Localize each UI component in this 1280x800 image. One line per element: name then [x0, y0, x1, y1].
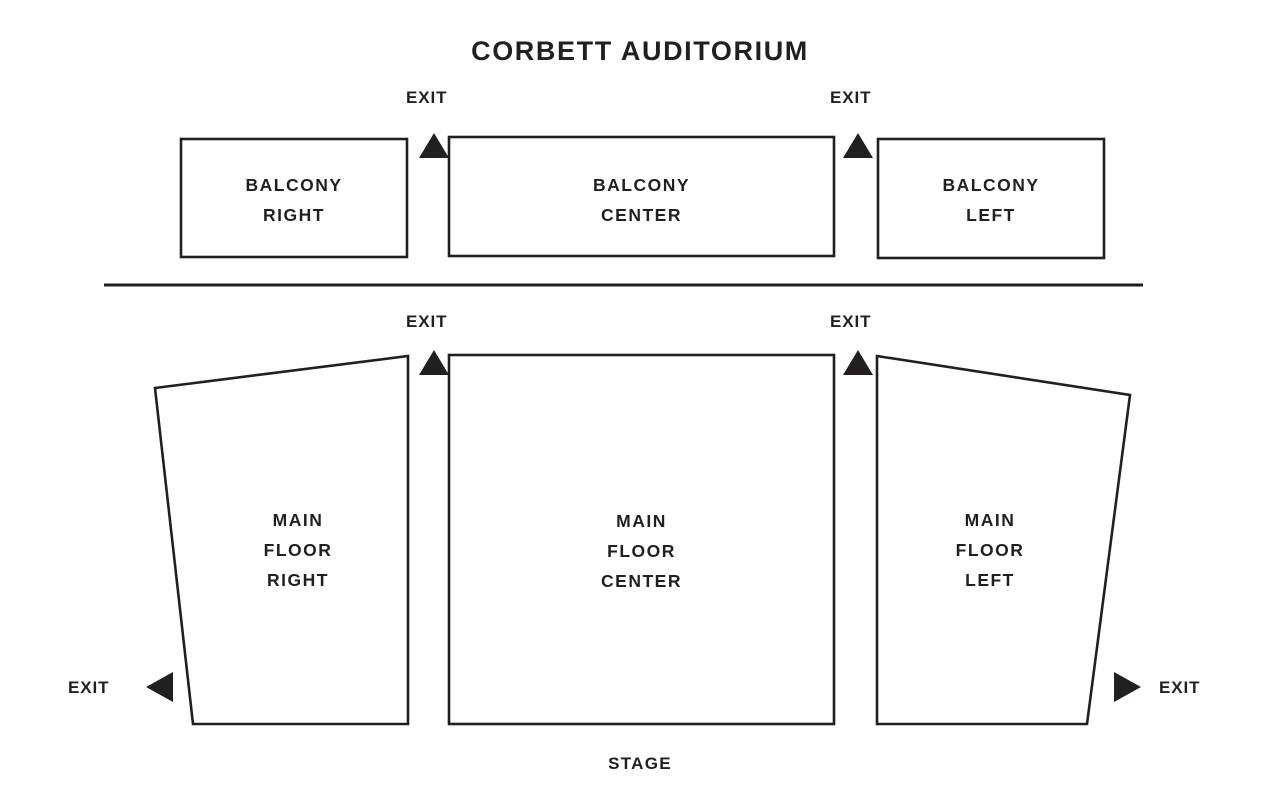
- triangle-left-icon-far-left-exit[interactable]: [146, 672, 173, 702]
- exit-label-far-right[interactable]: EXIT: [1159, 678, 1201, 697]
- stage-label: STAGE: [608, 754, 672, 773]
- exit-label-balcony-left-gap[interactable]: EXIT: [830, 88, 872, 107]
- section-balcony-right[interactable]: [179, 137, 409, 259]
- triangle-right-icon-far-right-exit[interactable]: [1114, 672, 1141, 702]
- exit-label-main-right-gap[interactable]: EXIT: [406, 312, 448, 331]
- triangle-up-icon-balcony-left-gap[interactable]: [843, 133, 873, 158]
- triangle-up-icon-main-left-gap[interactable]: [843, 350, 873, 375]
- section-main-floor-right[interactable]: [153, 354, 410, 726]
- section-balcony-center[interactable]: [447, 135, 836, 258]
- exit-label-main-left-gap[interactable]: EXIT: [830, 312, 872, 331]
- page-title: CORBETT AUDITORIUM: [471, 36, 809, 66]
- section-main-floor-left[interactable]: [875, 354, 1132, 726]
- section-main-floor-center[interactable]: [447, 353, 836, 726]
- exit-label-balcony-right-gap[interactable]: EXIT: [406, 88, 448, 107]
- triangle-up-icon-balcony-right-gap[interactable]: [419, 133, 449, 158]
- exit-label-far-left[interactable]: EXIT: [68, 678, 110, 697]
- section-balcony-left[interactable]: [876, 137, 1106, 260]
- triangle-up-icon-main-right-gap[interactable]: [419, 350, 449, 375]
